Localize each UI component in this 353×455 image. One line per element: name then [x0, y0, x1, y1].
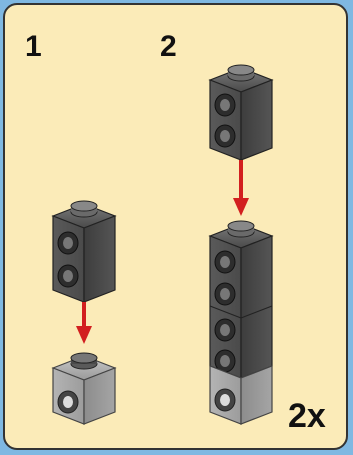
step2-dark-brick-top — [208, 64, 274, 161]
step1-dark-brick — [51, 200, 117, 303]
step1-arrow — [76, 302, 92, 344]
step2-arrow — [233, 160, 249, 216]
step-1-number: 1 — [25, 30, 42, 63]
multiplier-label: 2x — [288, 397, 326, 435]
step-2-number: 2 — [160, 30, 177, 63]
step2-brick-stack — [208, 220, 274, 425]
step1-light-brick — [51, 352, 117, 425]
